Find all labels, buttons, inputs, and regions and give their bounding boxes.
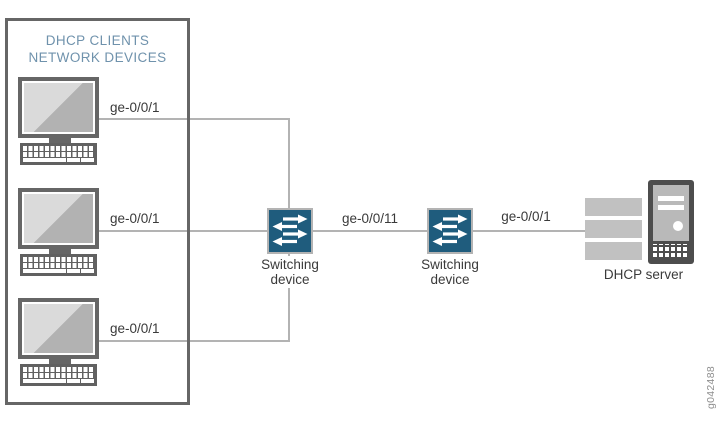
switch1-exchange-arrows-icon (267, 208, 313, 254)
monitor-stand (49, 359, 71, 364)
port-label-client3: ge-0/0/1 (110, 321, 160, 336)
switch2-exchange-arrows-icon (427, 208, 473, 254)
server-tray (585, 242, 642, 260)
keyboard-icon (20, 364, 97, 386)
client3-computer-icon (18, 298, 102, 386)
client1-computer-icon (18, 77, 102, 165)
port-label-client2: ge-0/0/1 (110, 211, 160, 226)
monitor-stand (49, 249, 71, 254)
switch1-label-line2: device (270, 272, 310, 287)
clients-box-title-line1: DHCP CLIENTS (45, 33, 150, 48)
power-button-icon (672, 221, 683, 231)
link-client1-vertical (288, 118, 290, 210)
figure-id: g042488 (705, 366, 717, 409)
link-client2-horizontal (99, 230, 269, 232)
dhcp-server-label: DHCP server (603, 267, 684, 282)
clients-box-title-line2: NETWORK DEVICES (28, 50, 167, 65)
tower-front-panel (653, 185, 689, 241)
link-client3-horizontal (99, 340, 289, 342)
drive-bay-slot (658, 205, 684, 210)
switch2-label-line2: device (430, 272, 470, 287)
switch1-label-line1: Switching (261, 257, 319, 272)
monitor-icon (18, 188, 99, 249)
link-client3-vertical (288, 252, 290, 342)
port-label-client1: ge-0/0/1 (110, 100, 160, 115)
link-switch2-server (471, 230, 585, 232)
switch2-label-line1: Switching (421, 257, 479, 272)
clients-box-title: DHCP CLIENTS NETWORK DEVICES (5, 32, 190, 66)
link-label-switch2-server: ge-0/0/1 (501, 209, 551, 224)
monitor-stand (49, 138, 71, 143)
dhcp-server-stack-icon (585, 198, 642, 264)
client2-computer-icon (18, 188, 102, 276)
switch2-label: Switching device (400, 256, 500, 288)
link-client1-horizontal (99, 118, 289, 120)
monitor-icon (18, 77, 99, 138)
switch1-label: Switching device (240, 256, 340, 288)
server-tray (585, 198, 642, 216)
server-tray (585, 220, 642, 238)
keyboard-icon (20, 143, 97, 165)
link-label-switch1-switch2: ge-0/0/11 (341, 211, 399, 226)
dhcp-clients-box (5, 18, 190, 405)
vent-grid-icon (653, 244, 689, 257)
drive-bay-slot (658, 196, 684, 201)
link-switch1-switch2 (313, 230, 427, 232)
tower-server-icon (648, 180, 694, 264)
keyboard-icon (20, 254, 97, 276)
monitor-icon (18, 298, 99, 359)
